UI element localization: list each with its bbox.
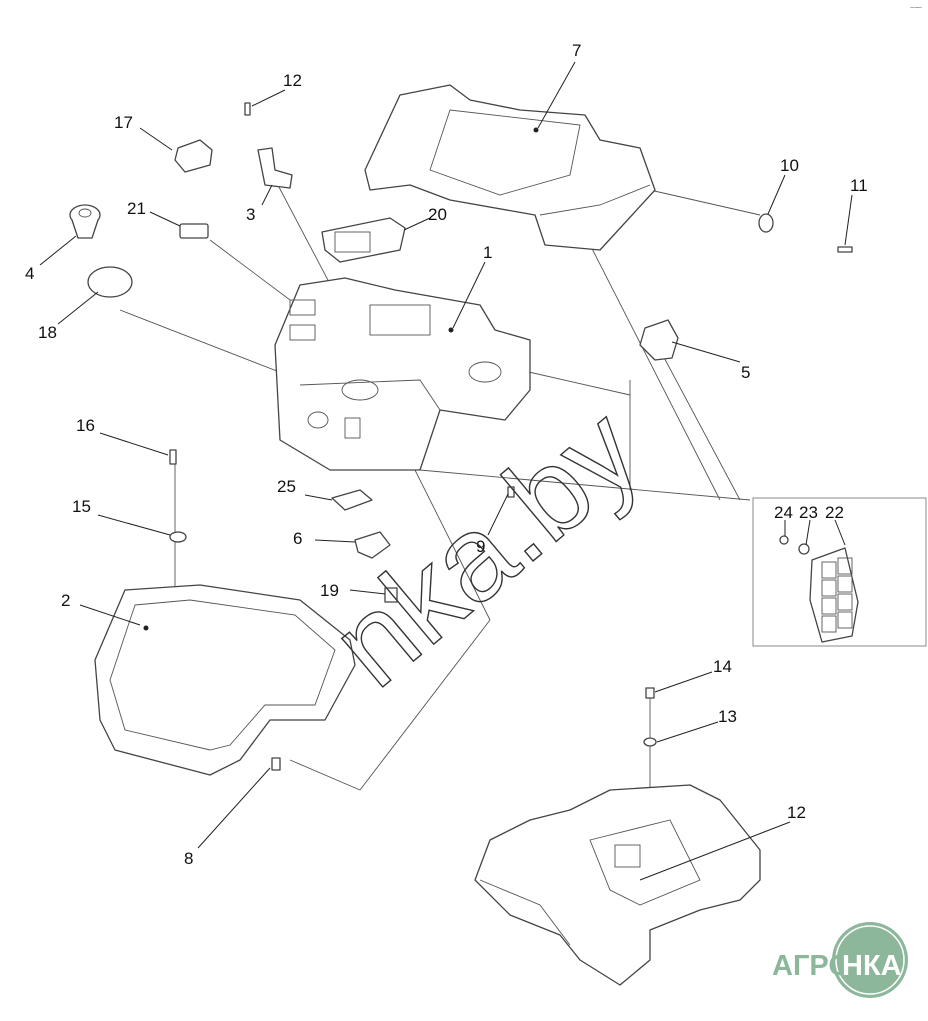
callout-2: 2 [61, 591, 70, 610]
callout-9: 9 [476, 537, 485, 556]
callout-17: 17 [114, 113, 133, 132]
part-25-washer [331, 489, 373, 511]
callout-25: 25 [277, 477, 296, 496]
callout-19: 19 [320, 581, 339, 600]
callout-12: 12 [283, 71, 302, 90]
callout-7: 7 [572, 41, 581, 60]
small-parts [69, 102, 853, 771]
callout-4: 4 [25, 264, 34, 283]
part-6-bracket [354, 531, 391, 559]
corner-mark: ⌢— [910, 4, 922, 11]
callout-18: 18 [38, 323, 57, 342]
callout-21: 21 [127, 199, 146, 218]
part-19-clip [384, 587, 398, 603]
callout-11: 11 [850, 176, 868, 195]
part-11-pin [837, 246, 853, 253]
leader-lines [39, 61, 853, 881]
part-2-lower-tray [94, 584, 356, 776]
logo-text-right: НКА [842, 950, 902, 982]
callout-13: 13 [718, 707, 737, 726]
callout-24: 24 [774, 503, 793, 522]
callout-3: 3 [246, 205, 255, 224]
callout-labels: 7 12 17 3 21 20 10 11 4 18 1 5 16 15 25 … [25, 41, 868, 868]
part-9-screw [507, 486, 515, 498]
part-17-clip [174, 139, 213, 173]
part-10-grommet [758, 213, 774, 233]
callout-1: 1 [483, 243, 492, 262]
callout-12b: 12 [787, 803, 806, 822]
part-8-screw [271, 757, 281, 771]
part-15-washer [169, 531, 187, 543]
part-14-bolt [645, 687, 655, 699]
agronka-logo: АГРО НКА [772, 922, 908, 998]
screw-12 [244, 102, 251, 116]
part-18-washer [87, 266, 133, 298]
part-16-bolt [169, 449, 177, 465]
keypad-inset [752, 497, 927, 647]
callout-20: 20 [428, 205, 447, 224]
part-13-washer [643, 737, 657, 747]
callout-22: 22 [825, 503, 844, 522]
callout-16: 16 [76, 416, 95, 435]
logo-text-left: АГРО [772, 950, 851, 982]
callout-5: 5 [741, 363, 750, 382]
callout-10: 10 [780, 156, 799, 175]
callout-6: 6 [293, 529, 302, 548]
part-7-top-cover [364, 84, 656, 251]
callout-14: 14 [713, 657, 732, 676]
callout-23: 23 [799, 503, 818, 522]
part-3-bracket [257, 147, 293, 189]
callout-8: 8 [184, 849, 193, 868]
assembled-console-view [474, 784, 761, 986]
callout-15: 15 [72, 497, 91, 516]
part-20-display [321, 217, 406, 263]
part-21-plate [179, 223, 209, 239]
part-5-switch [639, 319, 679, 361]
part-1-console-housing [274, 277, 531, 471]
